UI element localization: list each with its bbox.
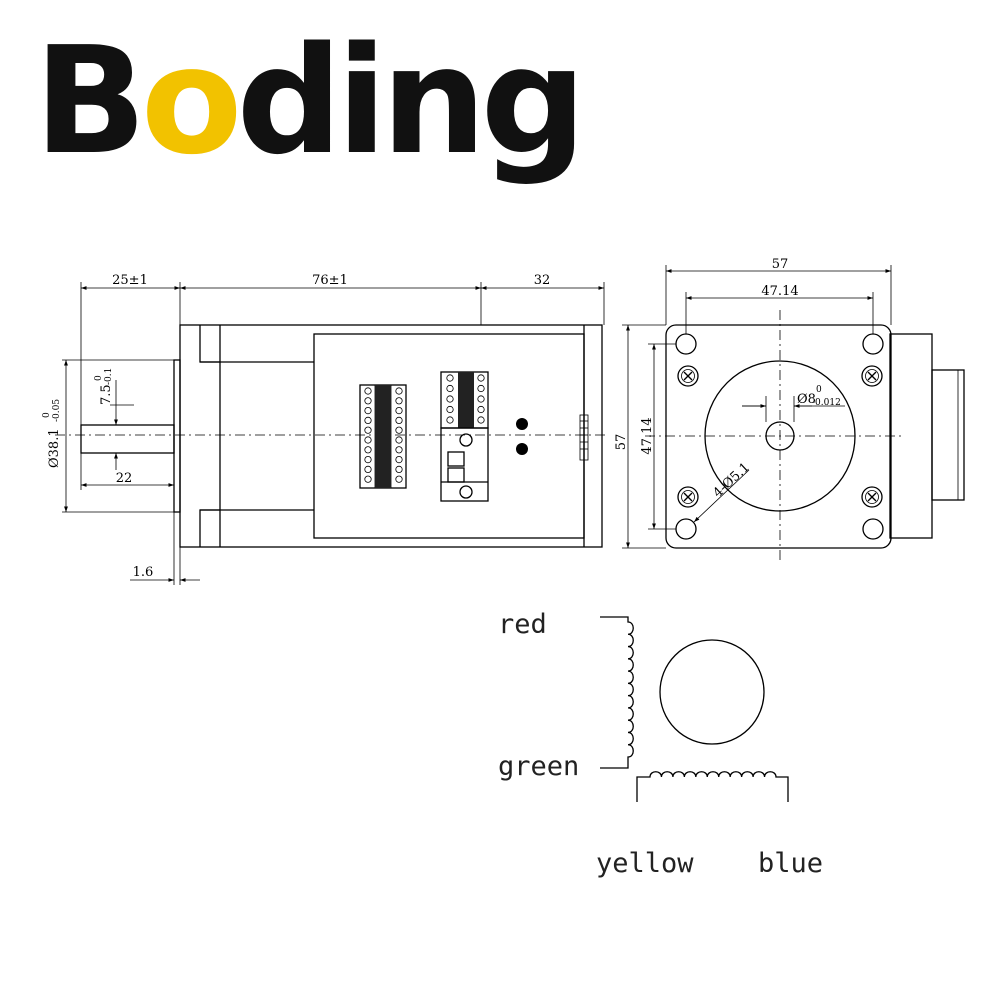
wire-label-green: green [498, 751, 579, 782]
logo-letter-d: d [237, 15, 337, 187]
dim-mounting-holes: 4-Ø5.1 [710, 460, 752, 501]
wire-label-yellow: yellow [596, 848, 694, 879]
led-indicator-1 [516, 418, 528, 430]
dim-frame-height: 57 [614, 434, 629, 451]
mounting-hole [675, 518, 697, 540]
logo-letter-g: g [481, 15, 581, 187]
terminal-hole [364, 426, 372, 434]
dim-shaft-extension: 25±1 [112, 273, 148, 288]
side-connector [579, 414, 589, 461]
led-indicator-2 [516, 443, 528, 455]
motor-body [179, 324, 603, 548]
dim-pilot-diameter: Ø38.1 [47, 428, 62, 468]
wire-label-blue: blue [758, 848, 823, 879]
dim-flange-thickness: 1.6 [133, 565, 154, 580]
terminal-hole [395, 397, 403, 405]
screw-icon [861, 486, 883, 508]
dim-body-length: 76±1 [312, 273, 348, 288]
coil-phase-a [600, 616, 634, 769]
svg-text:Ø38.1: Ø38.1 [47, 428, 62, 468]
terminal-hole [446, 416, 454, 424]
terminal-hole [395, 387, 403, 395]
wiring-diagram: red green yellow blue [498, 609, 823, 879]
terminal-block-power [440, 371, 489, 502]
front-view: 57 47.14 57 47.14 Ø8 0 -0.012 4-Ø5.1 [614, 257, 965, 560]
wire-label-red: red [498, 609, 547, 640]
logo-letter-i: i [336, 15, 381, 187]
dim-pilot-tol-lower: -0.05 [52, 399, 62, 422]
terminal-hole [395, 446, 403, 454]
terminal-hole [446, 374, 454, 382]
mounting-hole [862, 333, 884, 355]
screw-icon [861, 365, 883, 387]
terminal-hole [364, 397, 372, 405]
flange-frame [665, 324, 892, 549]
dim-driver-length: 32 [534, 273, 551, 288]
dim-shaft-tol-lower: -0.012 [812, 398, 841, 408]
svg-text:Boding: Boding [34, 15, 581, 187]
terminal-hole [477, 374, 485, 382]
terminal-hole [477, 395, 485, 403]
terminal-hole [364, 446, 372, 454]
dim-shaft-tol-upper: 0 [816, 385, 822, 395]
driver-housing [313, 333, 585, 539]
dim-flat-tol-lower: -0.1 [104, 368, 114, 385]
terminal-hole [364, 436, 372, 444]
screw-icon [677, 365, 699, 387]
logo-letter-n: n [381, 15, 480, 187]
terminal-hole [395, 436, 403, 444]
dim-flat-tol-upper: 0 [94, 375, 104, 381]
terminal-hole [364, 475, 372, 483]
dim-pilot-tol-upper: 0 [42, 412, 52, 418]
terminal-hole [395, 465, 403, 473]
dim-flat-depth: 7.5 [99, 384, 114, 405]
rotor-symbol [659, 639, 765, 745]
terminal-hole [364, 406, 372, 415]
dim-hole-spacing: 47.14 [761, 284, 798, 299]
terminal-hole [446, 384, 454, 393]
coil-phase-b [636, 771, 789, 802]
mounting-hole [675, 333, 697, 355]
terminal-hole [395, 406, 403, 415]
terminal-hole [395, 416, 403, 424]
terminal-hole [446, 405, 454, 414]
terminal-hole [364, 465, 372, 473]
side-view: 25±1 76±1 32 22 1.6 Ø38.1 0 -0.05 7.5 0 … [42, 273, 605, 585]
terminal-hole [395, 475, 403, 483]
terminal-hole [395, 455, 403, 464]
dim-frame-width: 57 [772, 257, 789, 272]
front-flange [173, 359, 181, 513]
dim-hole-spacing-vertical: 47.14 [640, 417, 655, 454]
terminal-hole [477, 384, 485, 393]
terminal-hole [364, 416, 372, 424]
terminal-block-signal [359, 384, 407, 489]
terminal-hole [364, 455, 372, 464]
terminal-hole [364, 387, 372, 395]
mounting-hole [862, 518, 884, 540]
logo-letter-o: o [141, 15, 237, 187]
brand-logo: Boding [34, 15, 587, 187]
screw-icon [677, 486, 699, 508]
terminal-hole [477, 416, 485, 424]
dim-shaft-diameter: Ø8 [797, 392, 816, 407]
dim-shaft-length: 22 [116, 471, 133, 486]
terminal-hole [477, 405, 485, 414]
logo-letter-b: B [34, 15, 141, 187]
terminal-hole [395, 426, 403, 434]
motor-shaft [80, 424, 175, 454]
terminal-hole [446, 395, 454, 403]
